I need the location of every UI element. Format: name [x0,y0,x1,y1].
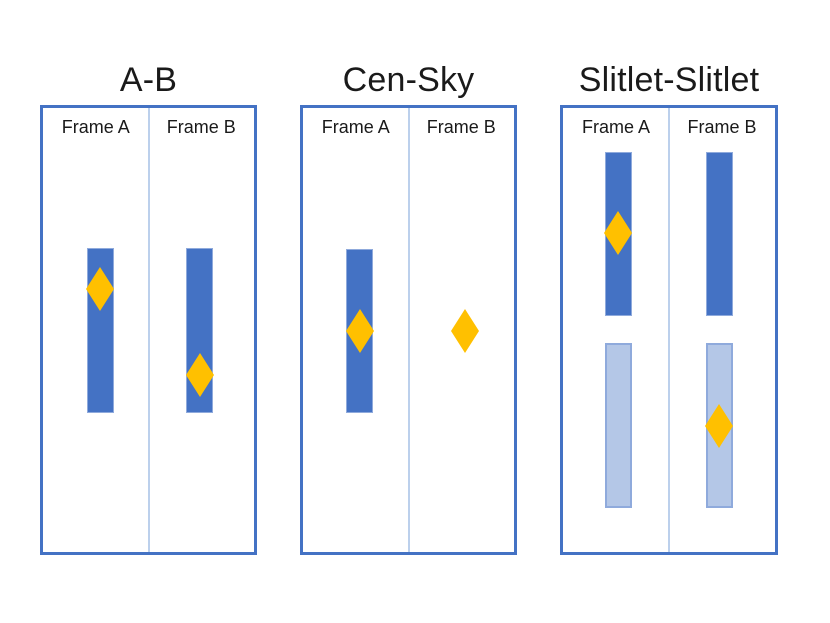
panel-title: Slitlet-Slitlet [578,60,760,99]
frame-divider [147,108,150,552]
panel-box: Frame A Frame B [40,105,257,555]
frame-b-label: Frame B [166,117,236,137]
frame-a-label: Frame A [321,117,390,137]
panel-title: Cen-Sky [342,60,475,99]
panel-a-b: A-B Frame A Frame B [40,55,257,555]
frame-a-label: Frame A [581,117,651,137]
frame-a-lower-slit [605,343,632,508]
panel-box: Frame A Frame B [300,105,517,555]
frame-divider [407,108,410,552]
frame-divider [668,108,670,552]
panel-slitlet-slitlet: Slitlet-Slitlet Frame A Frame B [560,55,778,555]
shapes-layer [40,105,257,555]
frame-b-label: Frame B [687,117,757,137]
frame-b-label: Frame B [426,117,496,137]
panel-title: A-B [119,60,178,99]
frame-b-target-diamond [451,309,479,353]
frame-b-upper-slit [706,152,733,316]
shapes-layer [300,105,517,555]
panel-box: Frame A Frame B [560,105,778,555]
panel-cen-sky: Cen-Sky Frame A Frame B [300,55,517,555]
shapes-layer [560,105,778,555]
frame-a-label: Frame A [61,117,130,137]
